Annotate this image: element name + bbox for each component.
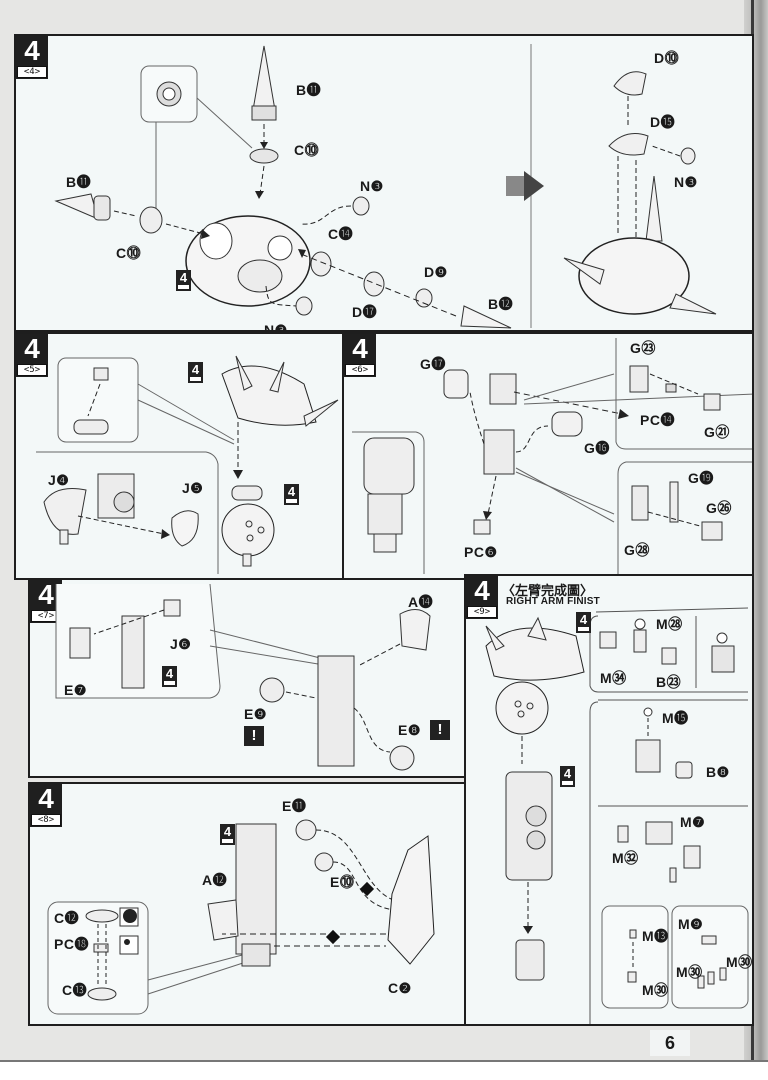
step-4-5-diagram — [36, 355, 339, 574]
step-panel-4-6: 4 <6> G⓱ G⓰ PC❻ G㉓ PC⓮ G㉑ G⓳ G㉖ G㉘ — [342, 332, 754, 580]
part-label: M⓯ — [662, 710, 689, 726]
part-label: C⓾ — [294, 142, 320, 158]
part-label: E❾ — [244, 706, 267, 722]
step-number: 4 — [24, 35, 40, 66]
part-label: B⓫ — [66, 174, 92, 190]
step-4-7-diagram — [55, 583, 431, 771]
part-label: M㉘ — [656, 616, 683, 632]
step-number: 4 — [352, 333, 368, 364]
step-panel-4-8: 4 <8> E⓫ E⓾ A⓬ C❷ C⓬ PC⓲ C⓭ 4 — [28, 782, 470, 1026]
step-badge: 4 <8> — [30, 784, 62, 827]
part-label: D❾ — [424, 264, 448, 280]
part-label: PC⓮ — [640, 412, 675, 428]
step-reference: 4 — [576, 612, 591, 633]
part-label: A⓮ — [408, 594, 434, 610]
step-reference: 4 — [188, 362, 203, 383]
step-substep: <6> — [345, 364, 375, 376]
step-panel-4-5: 4 <5> J❹ J❺ 4 4 — [14, 332, 344, 580]
part-label: E⓾ — [330, 874, 355, 890]
part-label: G⓱ — [420, 356, 446, 372]
step-panel-4-4: 4 <4> — [14, 34, 754, 332]
warning-icon: ! — [244, 726, 264, 746]
warning-icon: ! — [430, 720, 450, 740]
page-number: 6 — [650, 1030, 690, 1056]
step-substep: <9> — [467, 606, 497, 618]
part-label: N❸ — [360, 178, 384, 194]
step-number: 4 — [38, 579, 54, 610]
step-title-english: RIGHT ARM FINIST — [506, 596, 600, 607]
part-label: J❺ — [182, 480, 204, 496]
part-label: G㉘ — [624, 542, 650, 558]
step-substep: <8> — [31, 814, 61, 826]
step-number: 4 — [38, 783, 54, 814]
part-label: M㉜ — [612, 850, 639, 866]
step-reference: 4 — [284, 484, 299, 505]
part-label: PC⓲ — [54, 936, 89, 952]
part-label: G㉑ — [704, 424, 730, 440]
part-label: J❹ — [48, 472, 70, 488]
part-label: C⓭ — [62, 982, 88, 998]
step-panel-4-9: 4 <9> 〈左臂完成圖〉 RIGHT ARM FINIST — [464, 574, 754, 1026]
part-label: E⓫ — [282, 798, 307, 814]
step-number: 4 — [474, 575, 490, 606]
part-label: A⓬ — [202, 872, 228, 888]
step-reference: 4 — [220, 824, 235, 845]
part-label: E❽ — [398, 722, 421, 738]
step-4-6-diagram — [352, 338, 752, 574]
part-label: E❼ — [64, 682, 87, 698]
step-4-8-diagram — [47, 819, 435, 1015]
step-reference: 4 — [176, 270, 191, 291]
part-label: N❸ — [264, 322, 288, 332]
part-label: B㉓ — [656, 674, 682, 690]
part-label: C❷ — [388, 980, 412, 996]
part-label: G⓰ — [584, 440, 610, 456]
step-4-4-diagram — [54, 44, 717, 329]
part-label: M❾ — [678, 916, 704, 932]
part-label: C⓾ — [116, 245, 142, 261]
step-badge: 4 <4> — [16, 36, 48, 79]
part-label: D⓯ — [650, 114, 676, 130]
step-substep: <5> — [17, 364, 47, 376]
part-label: M❼ — [680, 814, 706, 830]
part-label: C⓮ — [328, 226, 354, 242]
step-4-9-diagram — [485, 607, 749, 1024]
part-label: G㉖ — [706, 500, 732, 516]
part-label: B❽ — [706, 764, 730, 780]
part-label: B⓫ — [296, 82, 322, 98]
step-number: 4 — [24, 333, 40, 364]
part-label: PC❻ — [464, 544, 498, 560]
part-label: B⓬ — [488, 296, 514, 312]
step-substep: <4> — [17, 66, 47, 78]
part-label: M㉚ — [676, 964, 703, 980]
page-bottom-edge — [0, 1060, 768, 1080]
part-label: C⓬ — [54, 910, 80, 926]
step-reference: 4 — [162, 666, 177, 687]
step-panel-4-7: 4 <7> J❻ E❼ A⓮ E❾ E❽ ! ! 4 — [28, 578, 470, 778]
part-label: J❻ — [170, 636, 192, 652]
step-badge: 4 <9> — [466, 576, 498, 619]
step-badge: 4 <6> — [344, 334, 376, 377]
part-label: D⓱ — [352, 304, 378, 320]
part-label: G⓳ — [688, 470, 714, 486]
step-title-chinese: 〈左臂完成圖〉 — [502, 583, 594, 598]
part-label: M㉚ — [726, 954, 753, 970]
step-badge: 4 <5> — [16, 334, 48, 377]
part-label: M㉞ — [600, 670, 627, 686]
part-label: G㉓ — [630, 340, 656, 356]
step-reference: 4 — [560, 766, 575, 787]
part-label: D⓾ — [654, 50, 680, 66]
part-label: M⓭ — [642, 928, 669, 944]
part-label: N❸ — [674, 174, 698, 190]
part-label: M㉚ — [642, 982, 669, 998]
